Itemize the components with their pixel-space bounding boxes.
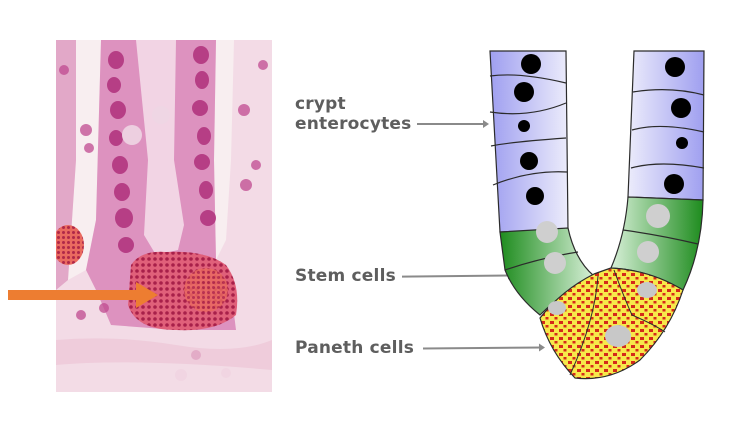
enterocytes-label: enterocytes (295, 114, 412, 134)
right-enterocytes (627, 50, 705, 201)
paneth-cells (539, 267, 684, 380)
crypt-label: crypt (295, 94, 346, 114)
histology-micrograph (56, 40, 272, 392)
enterocytes-leader-arrow-icon (417, 120, 489, 128)
right-stem-cells (610, 196, 704, 291)
micrograph-image (56, 40, 272, 392)
left-stem-cells (499, 221, 596, 316)
orange-arrow-icon (8, 282, 158, 308)
crypt-diagram (489, 50, 705, 380)
paneth-cells-label: Paneth cells (295, 338, 415, 358)
stem-cells-label: Stem cells (295, 266, 396, 286)
left-enterocytes (489, 50, 569, 233)
